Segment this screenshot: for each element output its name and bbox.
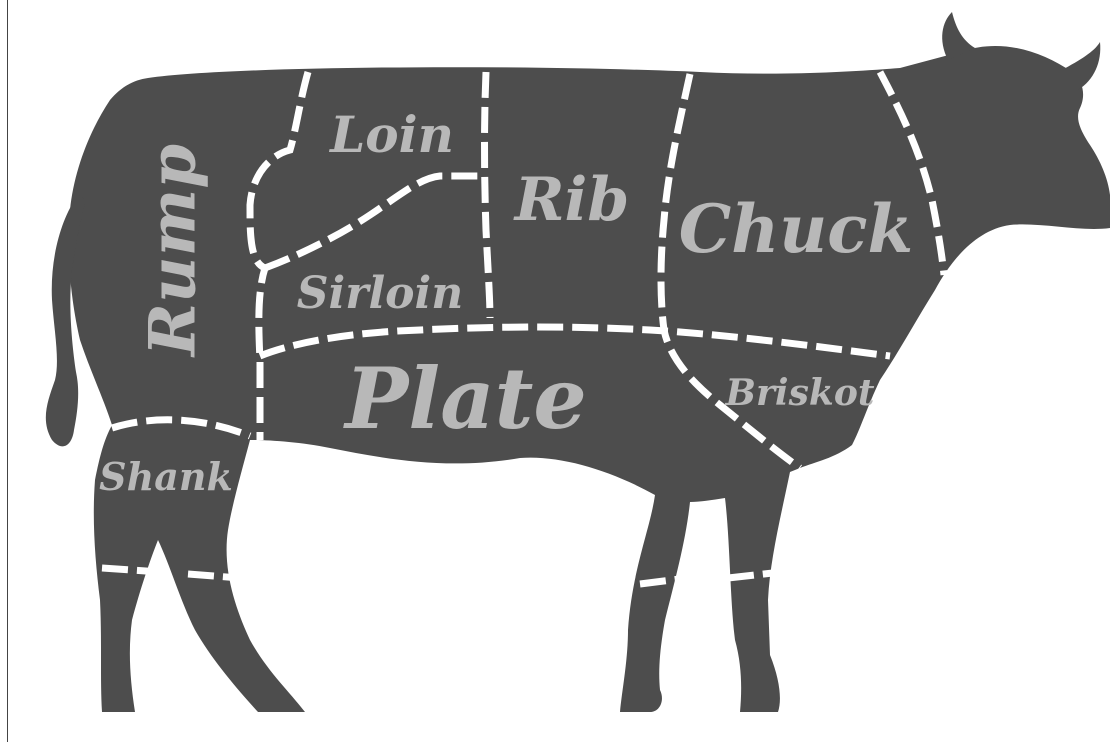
label-loin: Loin [328,105,454,164]
label-brisket: Briskot [725,372,875,414]
label-rump: Rump [136,144,211,358]
label-shank: Shank [99,454,233,499]
cow-body [69,46,1110,712]
label-chuck: Chuck [679,190,913,268]
label-sirloin: Sirloin [297,268,463,319]
label-plate: Plate [343,349,587,448]
label-rib: Rib [513,165,630,235]
